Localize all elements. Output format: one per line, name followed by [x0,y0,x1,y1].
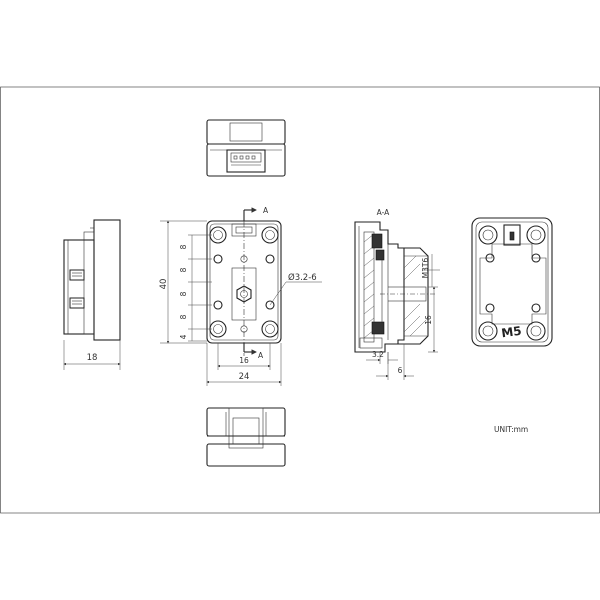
hole-callout: Ø3.2-6 [288,272,317,283]
pitch-label: 8 [179,244,188,249]
corner-hole [261,320,279,338]
section-marker-bottom: A [258,351,264,360]
m5-logo: M5 [500,324,522,341]
section-height-dimension: 16 [424,315,433,325]
unit-note: UNIT:mm [494,425,528,434]
grove-connector [226,149,266,173]
section-label: A-A [377,208,391,217]
mounting-hole [213,254,223,264]
front-view: A A 40 8 8 8 8 4 Ø3.2-6 16 [159,206,322,386]
mounting-hole [531,303,541,313]
pitch-label: 8 [179,267,188,272]
bottom-view [206,407,286,467]
thread-callout: M3T6 [421,257,430,278]
width-dimension: 24 [239,372,250,382]
corner-hole [478,321,498,341]
section-view: A-A [354,208,440,380]
section-marker-top: A [263,206,269,215]
pitch-label: 4 [179,334,188,339]
corner-hole [209,226,227,244]
side-view: 18 [63,219,121,370]
pitch-label: 8 [179,291,188,296]
screw-head [69,297,85,309]
corner-hole [261,226,279,244]
pitch-label: 8 [179,314,188,319]
screw-head [69,269,85,281]
offset-dimension-1: 3.2 [372,350,384,359]
rear-view: M5 [471,217,553,347]
depth-dimension: 18 [87,353,98,363]
height-dimension: 40 [159,279,169,290]
corner-hole [209,320,227,338]
mounting-hole [213,300,223,310]
mounting-hole [265,300,275,310]
corner-hole [526,225,546,245]
mounting-hole [265,254,275,264]
mounting-hole [485,303,495,313]
inner-width-dimension: 16 [239,356,249,365]
top-view [206,119,286,177]
offset-dimension-2: 6 [398,366,403,375]
corner-hole [478,225,498,245]
mounting-hole [485,253,495,263]
mounting-hole [531,253,541,263]
corner-hole [526,321,546,341]
drawing-frame [0,86,600,514]
